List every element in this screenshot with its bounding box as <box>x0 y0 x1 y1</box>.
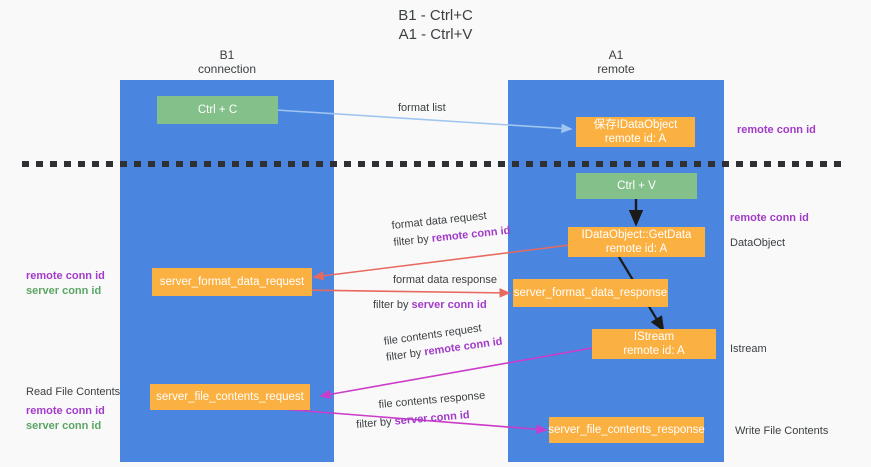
edge-filter-key-server-conn-id: server conn id <box>411 299 487 311</box>
edge-filter-key-remote-conn-id: remote conn id <box>431 224 511 245</box>
annotation-left-remote-conn-id-2-text: remote conn id <box>26 405 105 417</box>
annotation-left-remote-conn-id-1-text: remote conn id <box>26 270 105 282</box>
annotation-istream-text: Istream <box>730 343 767 355</box>
lane-header-b1-name: B1 <box>219 48 235 62</box>
annotation-dataobject: DataObject <box>730 236 785 250</box>
annotation-read-file-contents-text: Read File Contents <box>26 386 121 398</box>
page-title: B1 - Ctrl+C A1 - Ctrl+V <box>0 6 871 44</box>
node-server-file-contents-request-label: server_file_contents_request <box>156 391 304 403</box>
annotation-left-server-conn-id-2-text: server conn id <box>26 420 102 432</box>
edge-filter-prefix-4: filter by <box>355 415 396 431</box>
node-server-file-contents-request[interactable]: server_file_contents_request <box>150 384 310 410</box>
node-server-format-data-response[interactable]: server_format_data_response <box>513 279 668 307</box>
node-server-file-contents-response-label: server_file_contents_response <box>548 424 705 436</box>
lane-header-a1-role: remote <box>597 62 635 76</box>
edge-filter-prefix-2: filter by <box>373 299 412 311</box>
edge-label-format-data-response: format data response <box>393 273 497 287</box>
page-title-line-1: B1 - Ctrl+C <box>398 7 473 24</box>
annotation-write-file-contents: Write File Contents <box>735 424 828 438</box>
node-ctrl-v-label: Ctrl + V <box>617 180 656 192</box>
node-server-file-contents-response[interactable]: server_file_contents_response <box>548 417 705 443</box>
node-ctrl-c[interactable]: Ctrl + C <box>157 96 278 124</box>
annotation-dataobject-text: DataObject <box>730 237 786 249</box>
edge-label-format-data-request: format data request filter by remote con… <box>391 207 511 250</box>
annotation-left-remote-conn-id-1: remote conn id <box>26 269 105 283</box>
edge-label-format-data-response-text: format data response <box>393 274 497 286</box>
lane-header-b1: B1 connection <box>120 48 334 76</box>
lane-header-a1: A1 remote <box>508 48 724 76</box>
node-server-format-data-request[interactable]: server_format_data_request <box>152 268 312 296</box>
edge-label-file-contents-request: file contents request filter by remote c… <box>383 319 503 365</box>
node-ctrl-v[interactable]: Ctrl + V <box>576 173 697 199</box>
annotation-read-file-contents: Read File Contents <box>26 385 120 399</box>
node-istream-line-1: IStream <box>633 331 675 343</box>
edge-filter-prefix: filter by <box>392 232 433 249</box>
node-istream[interactable]: IStream remote id: A <box>592 329 716 359</box>
lane-header-b1-role: connection <box>197 62 257 76</box>
node-save-idataobject[interactable]: 保存IDataObject remote id: A <box>576 117 695 147</box>
node-save-idataobject-line-2: remote id: A <box>604 133 667 145</box>
edge-label-format-list-text: format list <box>398 102 446 114</box>
node-save-idataobject-line-1: 保存IDataObject <box>593 119 678 131</box>
annotation-remote-conn-id-mid: remote conn id <box>730 211 809 225</box>
lane-header-a1-name: A1 <box>608 48 624 62</box>
annotation-left-server-conn-id-1: server conn id <box>26 284 101 298</box>
annotation-remote-conn-id-top: remote conn id <box>737 123 816 137</box>
annotation-remote-conn-id-mid-text: remote conn id <box>730 212 809 224</box>
edge-label-file-contents-response: file contents response filter by server … <box>356 389 487 431</box>
edge-label-format-data-response-filter: filter by server conn id <box>373 298 487 312</box>
edge-label-format-list: format list <box>398 101 446 115</box>
node-istream-line-2: remote id: A <box>623 345 685 357</box>
node-idataobject-getdata[interactable]: IDataObject::GetData remote id: A <box>568 227 705 257</box>
node-server-format-data-response-label: server_format_data_response <box>513 287 668 299</box>
edge-label-file-contents-response-filter: filter by server conn id <box>356 407 488 432</box>
annotation-write-file-contents-text: Write File Contents <box>735 425 829 437</box>
node-idataobject-getdata-line-2: remote id: A <box>605 243 668 255</box>
page-title-line-2: A1 - Ctrl+V <box>398 26 473 43</box>
annotation-remote-conn-id-top-text: remote conn id <box>737 124 816 136</box>
node-ctrl-c-label: Ctrl + C <box>197 104 238 116</box>
edge-filter-key-server-conn-id-2: server conn id <box>394 409 471 428</box>
node-server-format-data-request-label: server_format_data_request <box>159 276 305 288</box>
edge-filter-prefix-3: filter by <box>385 346 426 364</box>
annotation-istream: Istream <box>730 342 767 356</box>
annotation-left-server-conn-id-1-text: server conn id <box>26 285 102 297</box>
annotation-left-remote-conn-id-2: remote conn id <box>26 404 105 418</box>
annotation-left-server-conn-id-2: server conn id <box>26 419 101 433</box>
node-idataobject-getdata-line-1: IDataObject::GetData <box>581 229 692 241</box>
